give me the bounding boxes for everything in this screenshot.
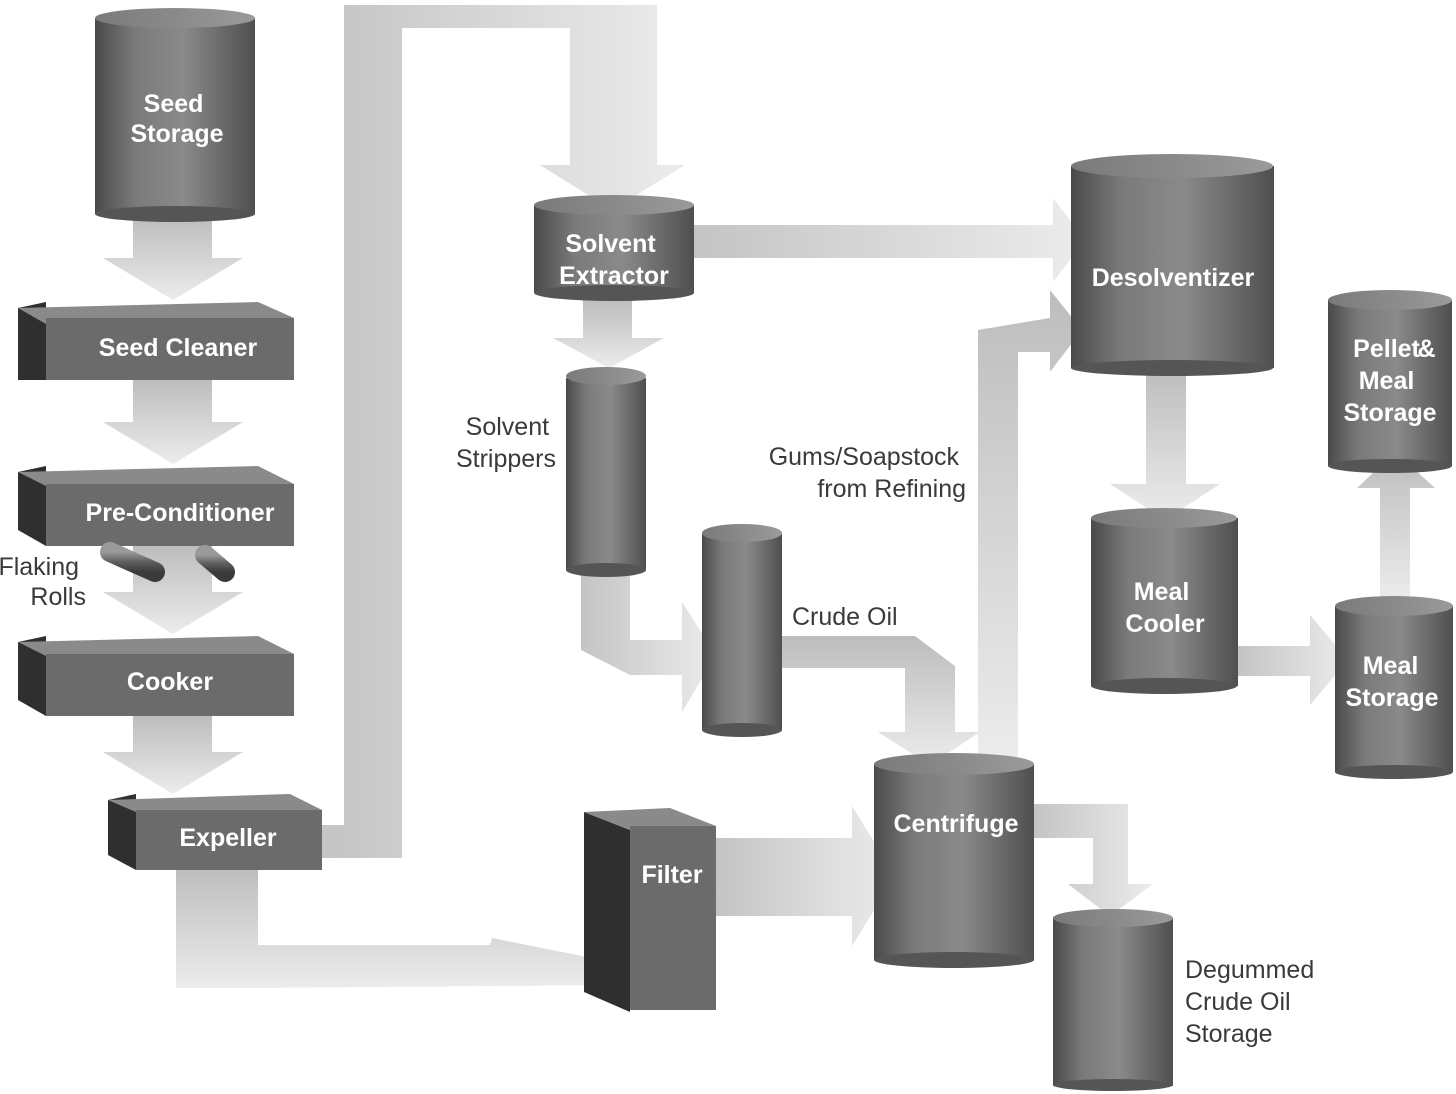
seed-storage-tank: Seed Storage: [95, 8, 255, 222]
meal-storage-tank: Meal Storage: [1335, 596, 1453, 779]
arrow-extractor-to-desolventizer: [690, 198, 1085, 282]
crude-oil-tank: [702, 524, 782, 737]
pellet-meal-storage-label: Pellet & Meal Storage: [1343, 335, 1442, 427]
arrow-cooker-to-expeller: [103, 716, 243, 794]
filter: Filter: [584, 808, 716, 1012]
arrow-expeller-to-filter: [176, 868, 612, 988]
expeller-label: Expeller: [179, 824, 277, 852]
seed-storage-label: Seed Storage: [130, 90, 223, 148]
filter-label: Filter: [641, 861, 702, 889]
solvent-extractor-tank: Solvent Extractor: [534, 195, 694, 301]
arrow-meal-storage-to-pellet: [1357, 452, 1435, 600]
arrow-expeller-to-extractor: [318, 5, 685, 858]
arrow-extractor-to-strippers: [553, 300, 664, 368]
meal-storage-label: Meal Storage: [1345, 652, 1438, 712]
arrow-filter-to-centrifuge: [716, 806, 895, 946]
arrow-cooler-to-meal-storage: [1238, 615, 1348, 705]
meal-cooler-label: Meal Cooler: [1125, 578, 1204, 638]
desolventizer-tank: Desolventizer: [1071, 154, 1274, 376]
pellet-meal-storage-tank: Pellet & Meal Storage: [1328, 290, 1452, 473]
cooker: Cooker: [18, 636, 294, 716]
arrow-strippers-to-crude-tank: [581, 575, 716, 712]
crude-oil-label: Crude Oil: [792, 603, 898, 631]
desolventizer-label: Desolventizer: [1092, 264, 1255, 292]
cooker-label: Cooker: [127, 668, 213, 696]
arrow-desolventizer-to-cooler: [1110, 370, 1220, 520]
pre-conditioner-label: Pre-Conditioner: [86, 499, 275, 527]
flow-arrows: [103, 5, 1435, 988]
centrifuge-tank: Centrifuge: [874, 753, 1034, 968]
flaking-rolls-label: Flaking Rolls: [0, 553, 86, 611]
solvent-extractor-label: Solvent Extractor: [559, 230, 669, 290]
degummed-storage-tank: [1053, 909, 1173, 1091]
pre-conditioner: Pre-Conditioner: [18, 466, 294, 546]
arrow-seed-storage-to-cleaner: [103, 218, 243, 300]
arrow-gums-to-desolventizer: [978, 290, 1082, 760]
flaking-rolls: [100, 542, 235, 582]
expeller: Expeller: [108, 794, 322, 870]
meal-cooler-tank: Meal Cooler: [1091, 508, 1238, 694]
degummed-storage-label: Degummed Crude Oil Storage: [1185, 956, 1321, 1048]
centrifuge-label: Centrifuge: [894, 810, 1019, 838]
seed-cleaner: Seed Cleaner: [18, 302, 294, 380]
solvent-strippers-label: Solvent Strippers: [456, 413, 556, 473]
gums-soapstock-label: Gums/Soapstock from Refining: [769, 443, 966, 503]
arrow-cleaner-to-preconditioner: [103, 380, 243, 464]
arrow-centrifuge-to-degummed: [1034, 804, 1153, 916]
arrow-crude-tank-to-centrifuge: [780, 636, 980, 765]
solvent-strippers-column: [566, 367, 646, 577]
seed-cleaner-label: Seed Cleaner: [99, 334, 258, 362]
